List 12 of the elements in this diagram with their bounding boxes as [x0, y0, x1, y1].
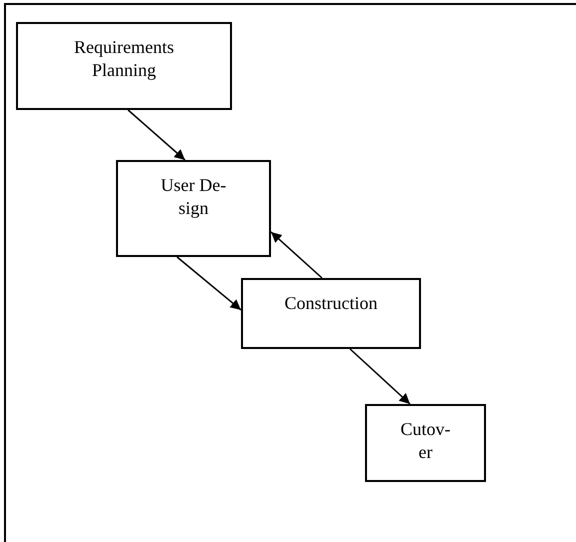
arrow [176, 256, 242, 311]
process-box [16, 22, 232, 110]
process-box [241, 278, 421, 349]
arrow [128, 109, 186, 161]
box-label: Cutov- er [399, 418, 452, 464]
process-box [116, 160, 271, 257]
arrow [270, 231, 322, 279]
box-label: User De- sign [160, 174, 228, 220]
box-label: Construction [284, 292, 378, 315]
arrow [350, 348, 411, 405]
box-label: Requirements Planning [73, 36, 175, 82]
process-box [365, 404, 486, 482]
